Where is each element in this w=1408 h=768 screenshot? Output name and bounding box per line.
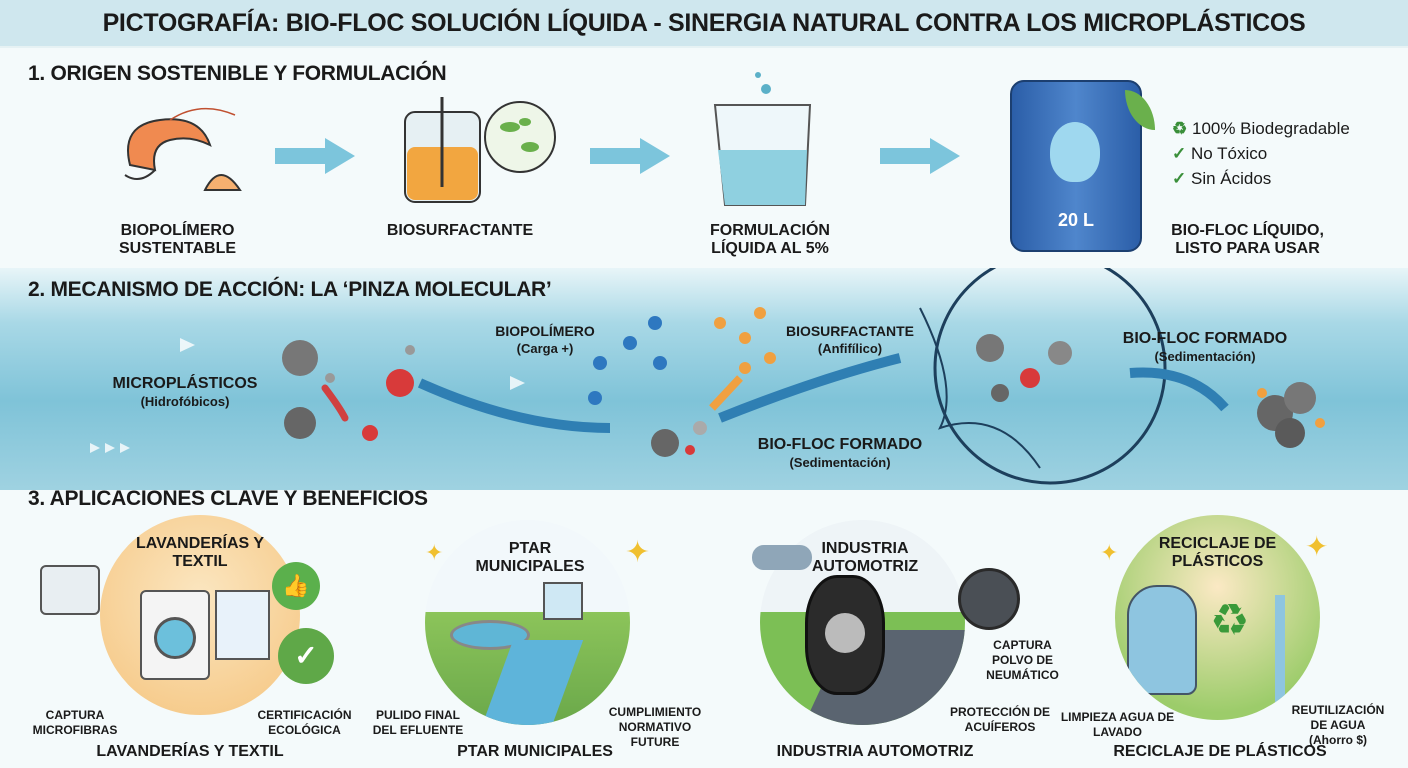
app-laundry-circle — [100, 515, 300, 715]
feature-list: ♻ 100% Biodegradable ✓ No Tóxico ✓ Sin Á… — [1172, 116, 1350, 191]
check-icon: ✓ — [1172, 169, 1187, 188]
rain-cloud-icon — [752, 545, 812, 570]
app-benefit-left: CAPTURA MICROFIBRAS — [32, 708, 118, 737]
tire-icon — [805, 575, 885, 695]
biopolymer-molecule — [588, 316, 667, 405]
net-zoom-circle — [933, 268, 1167, 485]
app-benefit-right: CUMPLIMIENTO NORMATIVO FUTURE — [608, 705, 702, 749]
certified-check-icon: ✓ — [278, 628, 334, 684]
sparkle-icon: ✦ — [625, 536, 651, 569]
app-title: LAVANDERÍAS Y TEXTIL — [135, 535, 264, 570]
section3-heading: 3. APLICACIONES CLAVE Y BENEFICIOS — [28, 487, 428, 510]
app-title: PTAR MUNICIPALES — [475, 540, 585, 575]
step-label: BIO-FLOC LÍQUIDO, LISTO PARA USAR — [1171, 222, 1324, 257]
app-benefit-left: PULIDO FINAL DEL EFLUENTE — [372, 708, 464, 737]
river-icon — [476, 640, 584, 725]
app-footer: INDUSTRIA AUTOMOTRIZ — [776, 743, 974, 760]
filter-panel-icon — [543, 582, 583, 620]
app-ptar-circle — [425, 520, 630, 725]
microplastic-particle — [386, 369, 414, 397]
faucet-icon — [1275, 595, 1285, 705]
barrel-icon: 20 L — [1010, 80, 1142, 252]
beaker-icon — [713, 72, 812, 206]
arrow-right-icon — [275, 138, 355, 174]
app-footer: RECICLAJE DE PLÁSTICOS — [1113, 743, 1327, 760]
app-title: INDUSTRIA AUTOMOTRIZ — [811, 540, 919, 575]
water-tank-icon — [1127, 585, 1197, 695]
feature-no-acids: ✓ Sin Ácidos — [1172, 169, 1272, 188]
feature-biodegradable: ♻ 100% Biodegradable — [1172, 119, 1350, 138]
app-recycling-circle: ♻ — [1115, 515, 1320, 720]
step-label: BIOPOLÍMERO SUSTENTABLE — [118, 222, 237, 257]
app-footer: LAVANDERÍAS Y TEXTIL — [96, 743, 284, 760]
page-title: PICTOGRAFÍA: BIO-FLOC SOLUCIÓN LÍQUIDA -… — [0, 0, 1408, 48]
microplastic-particle — [282, 340, 318, 376]
biopolymer-label: BIOPOLÍMERO(Carga +) — [495, 323, 595, 356]
recycle-icon: ♻ — [1172, 119, 1188, 138]
barrel-volume: 20 L — [1057, 210, 1095, 230]
sparkle-icon: ✦ — [1305, 531, 1329, 562]
washing-machine-icon — [140, 590, 210, 680]
water-drop-icon — [1050, 122, 1100, 182]
sparkle-icon: ✦ — [425, 540, 444, 565]
tire-dust-magnifier-icon — [958, 568, 1020, 630]
shirt-icon — [215, 590, 270, 660]
bio-floc-center-label: BIO-FLOC FORMADO(Sedimentación) — [757, 436, 923, 470]
sparkle-icon: ✦ — [1100, 540, 1119, 565]
bio-floc-aggregate — [1257, 382, 1325, 448]
check-icon: ✓ — [1172, 144, 1187, 163]
section1-heading: 1. ORIGEN SOSTENIBLE Y FORMULACIÓN — [28, 62, 447, 85]
app-benefit-right: REUTILIZACIÓN DE AGUA(Ahorro $) — [1291, 703, 1385, 747]
bio-floc-right-label: BIO-FLOC FORMADO(Sedimentación) — [1122, 330, 1288, 364]
app-benefit-left: LIMPIEZA AGUA DE LAVADO — [1060, 710, 1175, 739]
shrimp-shell-icon — [124, 107, 242, 191]
arrow-right-icon — [880, 138, 960, 174]
mechanism-illustration — [90, 268, 1325, 485]
recycle-icon: ♻ — [1210, 596, 1250, 645]
arrow-right-icon — [590, 138, 670, 174]
app-benefit-right: CERTIFICACIÓN ECOLÓGICA — [257, 708, 352, 737]
microplastic-particle — [284, 407, 316, 439]
biosurfactant-molecule — [714, 307, 776, 374]
biosurfactant-label: BIOSURFACTANTE(Anfifílico) — [785, 323, 915, 356]
app-footer: PTAR MUNICIPALES — [457, 743, 613, 760]
app-title: RECICLAJE DE PLÁSTICOS — [1158, 535, 1277, 570]
thumbs-up-icon: 👍 — [272, 562, 320, 610]
bioreactor-icon — [404, 97, 556, 203]
step-label: BIOSURFACTANTE — [386, 222, 534, 239]
filter-icon — [40, 565, 100, 615]
feature-non-toxic: ✓ No Tóxico — [1172, 144, 1268, 163]
step-label: FORMULACIÓN LÍQUIDA AL 5% — [710, 222, 830, 257]
microplastics-label: MICROPLÁSTICOS(Hidrofóbicos) — [112, 375, 258, 409]
app-benefit-left: CAPTURA POLVO DE NEUMÁTICO — [986, 638, 1059, 682]
treatment-tank-icon — [450, 620, 530, 650]
section2-heading: 2. MECANISMO DE ACCIÓN: LA ‘PINZA MOLECU… — [28, 278, 552, 301]
app-benefit-right: PROTECCIÓN DE ACUÍFEROS — [950, 705, 1051, 734]
